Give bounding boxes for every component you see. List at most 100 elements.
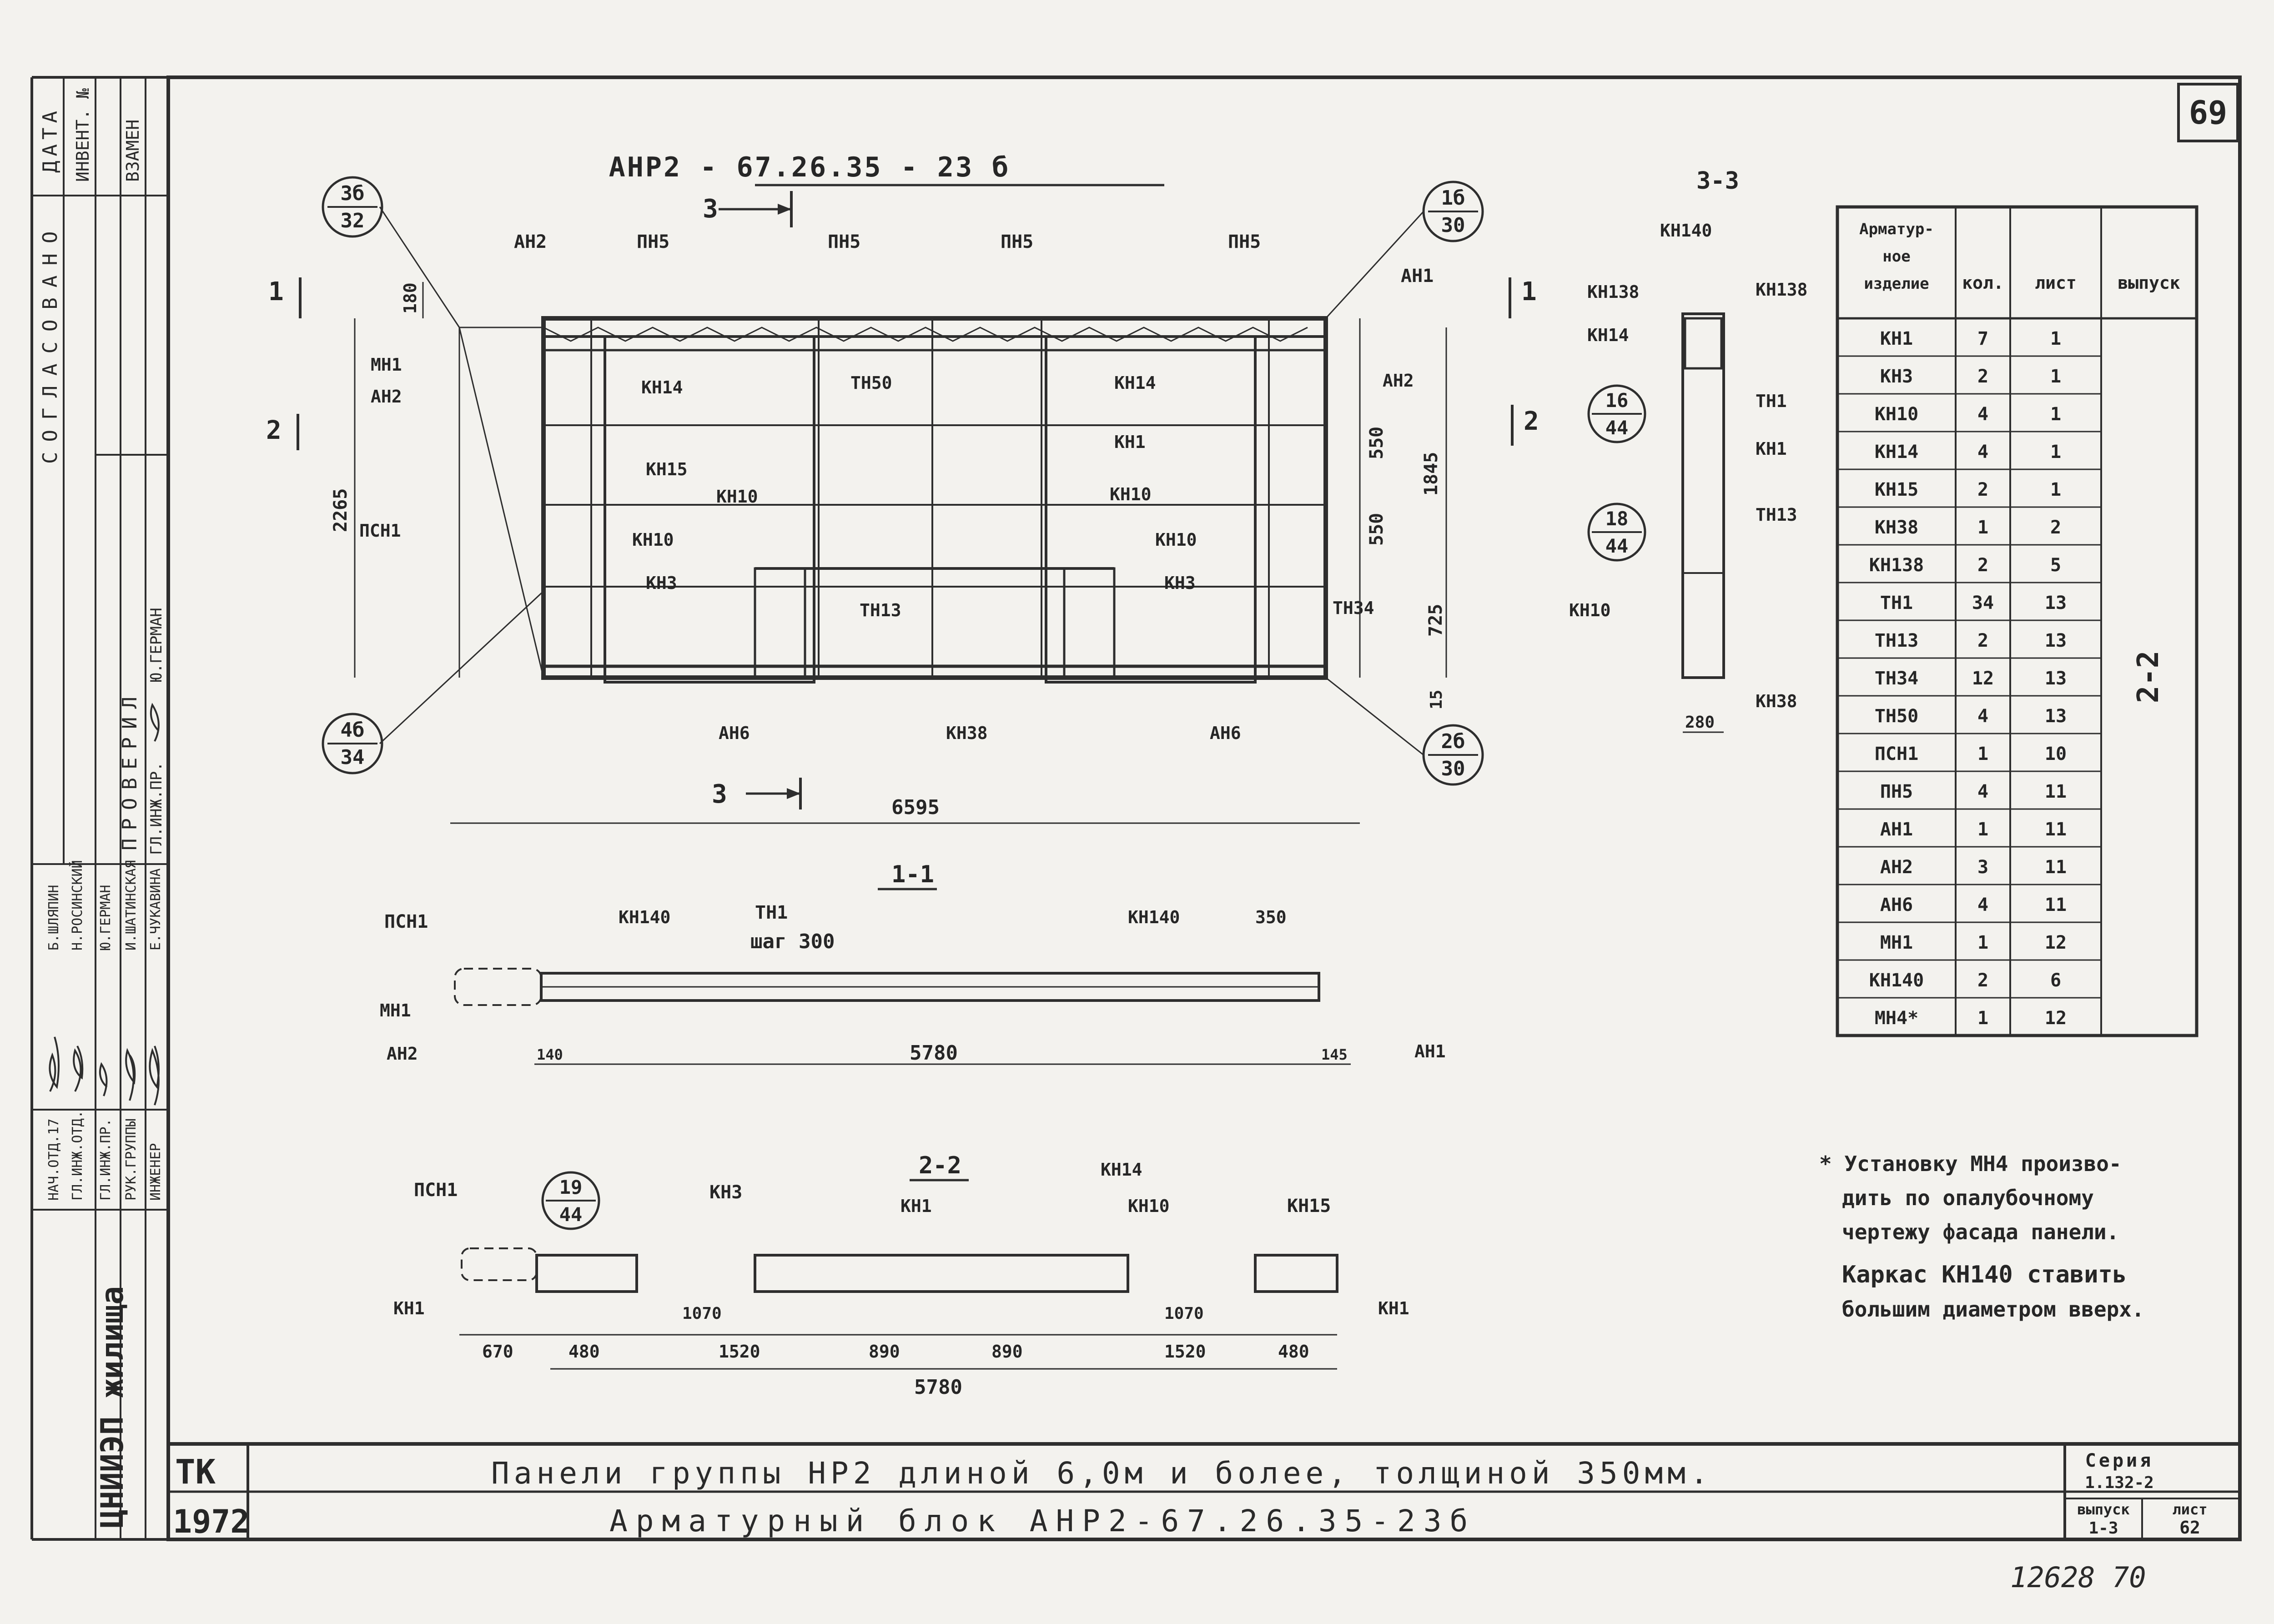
label-kn10-a: КН10 <box>716 487 758 507</box>
svg-text:КН140: КН140 <box>619 907 670 927</box>
series-value: 1.132-2 <box>2085 1473 2154 1492</box>
opening-right <box>1045 335 1257 684</box>
notes: * Установку МН4 произво- дить по опалубо… <box>1819 1151 2144 1322</box>
table-cell-9-1: 12 <box>1972 668 1994 689</box>
svg-text:КН140: КН140 <box>1128 907 1180 927</box>
table-cell-10-1: 4 <box>1977 706 1988 727</box>
table-cell-8-1: 2 <box>1977 630 1988 651</box>
label-pn5-3: ПН5 <box>1001 231 1033 252</box>
svg-text:3б: 3б <box>341 182 365 205</box>
table-cell-2-0: КН10 <box>1875 404 1918 425</box>
section-mark-3-top: 3 <box>703 194 718 224</box>
sheet-label: лист <box>2172 1501 2207 1518</box>
name-3: И.ШАТИНСКАЯ <box>123 860 139 950</box>
signature-2 <box>99 1062 108 1096</box>
table-cell-1-2: 1 <box>2050 366 2061 387</box>
table-cell-4-2: 1 <box>2050 479 2061 500</box>
signature-4 <box>149 1046 160 1106</box>
table-header-2: лист <box>2035 273 2077 293</box>
svg-text:2б: 2б <box>1441 730 1465 753</box>
agreed-label: СОГЛАСОВАНО <box>39 221 62 464</box>
svg-text:КН14: КН14 <box>1101 1160 1142 1180</box>
table-cell-9-0: ТН34 <box>1875 668 1918 689</box>
title-line-1: Панели группы НР2 длиной 6,0м и более, т… <box>491 1456 1713 1491</box>
svg-text:КН1: КН1 <box>901 1196 932 1216</box>
label-an6-right: АН6 <box>1210 723 1241 743</box>
label-kn3-right: КН3 <box>1164 573 1196 593</box>
svg-text:890: 890 <box>869 1342 900 1362</box>
svg-text:145: 145 <box>1321 1046 1348 1063</box>
svg-text:КН10: КН10 <box>1128 1196 1170 1216</box>
inv-label: ИНВЕНТ. № <box>73 88 93 182</box>
table-cell-3-0: КН14 <box>1875 442 1918 463</box>
table-cell-5-1: 1 <box>1977 517 1988 538</box>
dim-180: 180 <box>400 282 420 314</box>
svg-text:1070: 1070 <box>1164 1304 1204 1323</box>
svg-text:1б: 1б <box>1441 186 1465 210</box>
table-header-0: Арматур- <box>1859 220 1934 238</box>
sheet-value: 62 <box>2179 1518 2200 1538</box>
table-cell-1-1: 2 <box>1977 366 1988 387</box>
table-cell-2-2: 1 <box>2050 404 2061 425</box>
section-mark-2-left: 2 <box>266 416 282 445</box>
table-cell-4-1: 2 <box>1977 479 1988 500</box>
label-kn15: КН15 <box>646 459 688 479</box>
org-name: ЦНИИЭП жилища <box>95 1286 131 1528</box>
table-cell-16-0: МН1 <box>1880 932 1913 953</box>
sheet-number-box <box>2177 83 2239 142</box>
svg-text:КН15: КН15 <box>1287 1196 1331 1217</box>
callout-22: 19 44 <box>541 1171 600 1230</box>
table-cell-17-0: КН140 <box>1869 970 1924 991</box>
table-cell-13-0: АН1 <box>1880 819 1913 840</box>
svg-text:34: 34 <box>341 746 365 769</box>
svg-text:480: 480 <box>1278 1342 1309 1362</box>
svg-text:КН138: КН138 <box>1587 282 1639 302</box>
table-header-3: выпуск <box>2118 273 2180 293</box>
label-kn10-d: КН10 <box>1155 530 1197 550</box>
table-cell-7-0: ТН1 <box>1880 593 1913 613</box>
table-cell-2-1: 4 <box>1977 404 1988 425</box>
table-cell-5-0: КН38 <box>1875 517 1918 538</box>
svg-text:44: 44 <box>1605 535 1629 557</box>
svg-text:480: 480 <box>568 1342 600 1362</box>
dim-1845: 1845 <box>1421 452 1442 496</box>
table-cell-8-0: ТН13 <box>1875 630 1918 651</box>
name-0: Б.ШЛЯПИН <box>46 885 62 951</box>
table-cell-14-2: 11 <box>2045 857 2067 878</box>
table-cell-13-2: 11 <box>2045 819 2067 840</box>
series-label: Серия <box>2085 1450 2153 1471</box>
archive-stamp: 12628 70 <box>2010 1561 2146 1594</box>
label-mn1: МН1 <box>371 355 402 375</box>
table-cell-6-1: 2 <box>1977 555 1988 576</box>
label-kn3-left: КН3 <box>646 573 677 593</box>
opening-left <box>604 335 815 684</box>
year-label: 1972 <box>173 1503 250 1540</box>
signature-checked <box>150 703 160 742</box>
label-kn10-c: КН10 <box>632 530 674 550</box>
svg-text:5780: 5780 <box>914 1376 962 1399</box>
table-header-1: кол. <box>1962 273 2004 293</box>
table-cell-11-1: 1 <box>1977 744 1988 764</box>
table-cell-0-0: КН1 <box>1880 328 1913 349</box>
main-view: АНР2 - 67.26.35 - 23 б 3 <box>266 151 1539 824</box>
section-2-2-title: 2-2 <box>919 1152 961 1179</box>
label-an6-left: АН6 <box>719 723 750 743</box>
table-release-value: 2-2 <box>2132 651 2165 704</box>
label-tn50: ТН50 <box>850 373 892 393</box>
svg-text:АН2: АН2 <box>387 1044 418 1064</box>
panel-outline <box>541 316 1328 680</box>
svg-text:350: 350 <box>1255 907 1287 927</box>
name-2: Ю.ГЕРМАН <box>98 885 114 951</box>
svg-text:1520: 1520 <box>719 1342 760 1362</box>
svg-text:19: 19 <box>559 1176 583 1198</box>
svg-text:670: 670 <box>482 1342 513 1362</box>
table-cell-12-0: ПН5 <box>1880 781 1913 802</box>
dim-280: 280 <box>1685 713 1715 732</box>
callout-3: 2б 30 <box>1422 724 1484 786</box>
issue-label: выпуск <box>2077 1501 2130 1518</box>
dim-550-a: 550 <box>1366 427 1387 459</box>
table-cell-6-2: 5 <box>2050 555 2061 576</box>
role-0: НАЧ.ОТД.17 <box>46 1118 62 1201</box>
